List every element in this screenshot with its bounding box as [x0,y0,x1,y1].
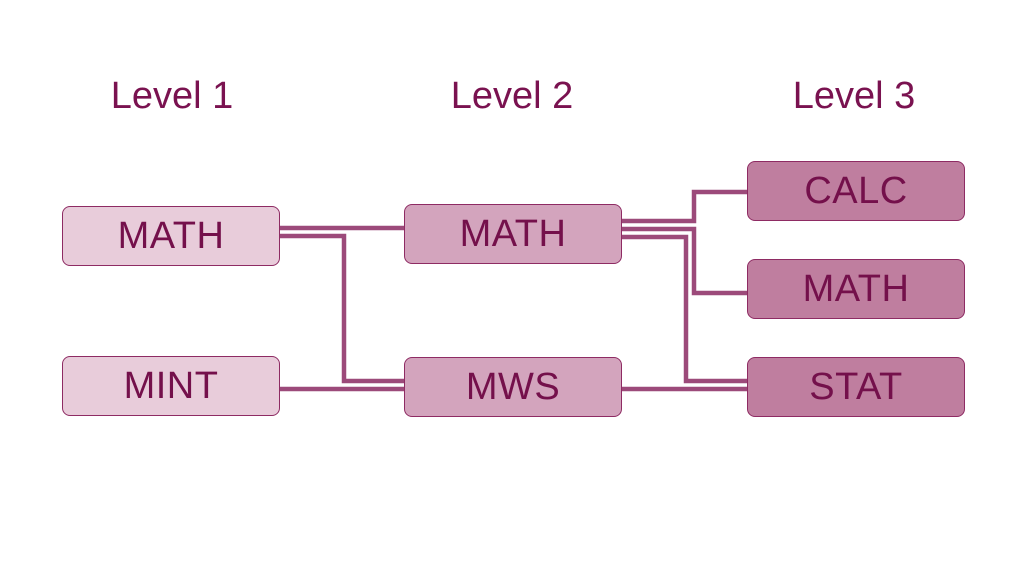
node-level3-stat: STAT [747,357,965,417]
edge-l2-math-to-l3-math [622,226,748,296]
level-3-heading: Level 3 [792,75,916,117]
node-level3-calc: CALC [747,161,965,221]
node-label: MATH [459,212,567,255]
node-label: MINT [123,364,219,407]
node-label: MWS [465,365,561,408]
node-level3-math: MATH [747,259,965,319]
node-label: MATH [802,267,910,310]
level-1-heading: Level 1 [110,75,234,117]
node-label: MATH [117,214,225,257]
node-level1-math: MATH [62,206,280,266]
node-level2-math: MATH [404,204,622,264]
node-label: STAT [809,365,903,408]
node-label: CALC [804,169,908,212]
node-level1-mint: MINT [62,356,280,416]
level-2-heading: Level 2 [450,75,574,117]
node-level2-mws: MWS [404,357,622,417]
edge-l1-math-to-l2-mws [280,233,404,384]
edge-l2-math-to-l3-stat [622,234,748,384]
edge-l2-math-to-l3-calc [622,189,748,224]
